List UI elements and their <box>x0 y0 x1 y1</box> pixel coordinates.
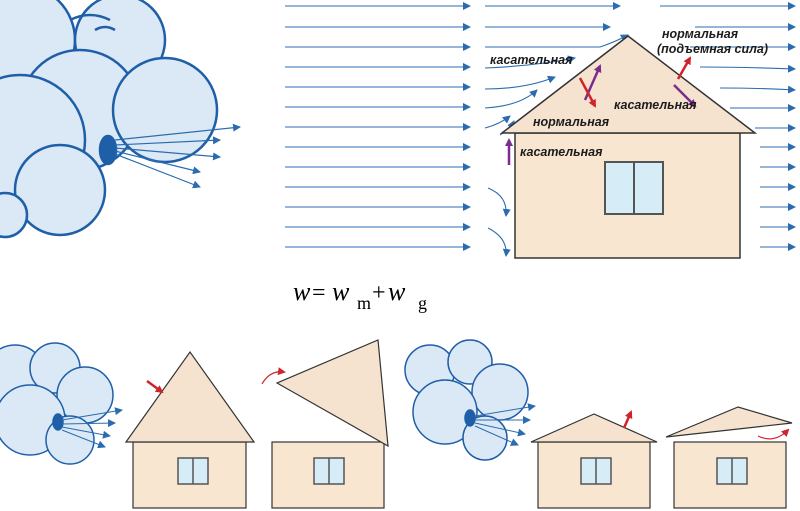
tangent-arrow-right-roof <box>673 84 697 108</box>
label-normal-top-line1: нормальная <box>662 27 739 41</box>
house-icon <box>499 35 758 259</box>
small-house-lifted <box>665 406 793 509</box>
formula-w: w <box>293 277 311 306</box>
normal-arrow-right-roof <box>676 56 692 80</box>
formula-sub-m: m <box>357 293 371 313</box>
label-normal-top-line2: (подъемная сила) <box>657 42 768 56</box>
formula-eq: = <box>312 280 326 306</box>
label-tangent-wall: касательная <box>520 145 603 159</box>
formula-plus: + <box>372 280 386 306</box>
formula-wm: w <box>332 277 350 306</box>
small-cloud-right-icon <box>404 339 529 461</box>
formula-sub-g: g <box>418 293 427 313</box>
small-cloud-left-icon <box>0 342 114 465</box>
small-house-steep <box>124 350 256 509</box>
house-roof <box>499 35 758 134</box>
force-arrows <box>505 56 697 165</box>
small-cloud-right-breath <box>474 403 536 446</box>
wind-streamlines <box>285 2 796 257</box>
small-house-shallow <box>530 410 658 509</box>
small-cloud-left-breath <box>61 407 123 449</box>
formula-wg: w <box>388 277 406 306</box>
label-normal-left: нормальная <box>533 115 610 129</box>
cloud-breath-lines <box>114 123 241 189</box>
label-tangent-upper: касательная <box>490 53 573 67</box>
cloud-face-icon <box>0 0 219 239</box>
formula: w = w m + w g <box>293 277 427 313</box>
normal-arrow-left-roof <box>578 77 597 108</box>
small-house-tipped <box>261 339 389 509</box>
label-tangent-right: касательная <box>614 98 697 112</box>
